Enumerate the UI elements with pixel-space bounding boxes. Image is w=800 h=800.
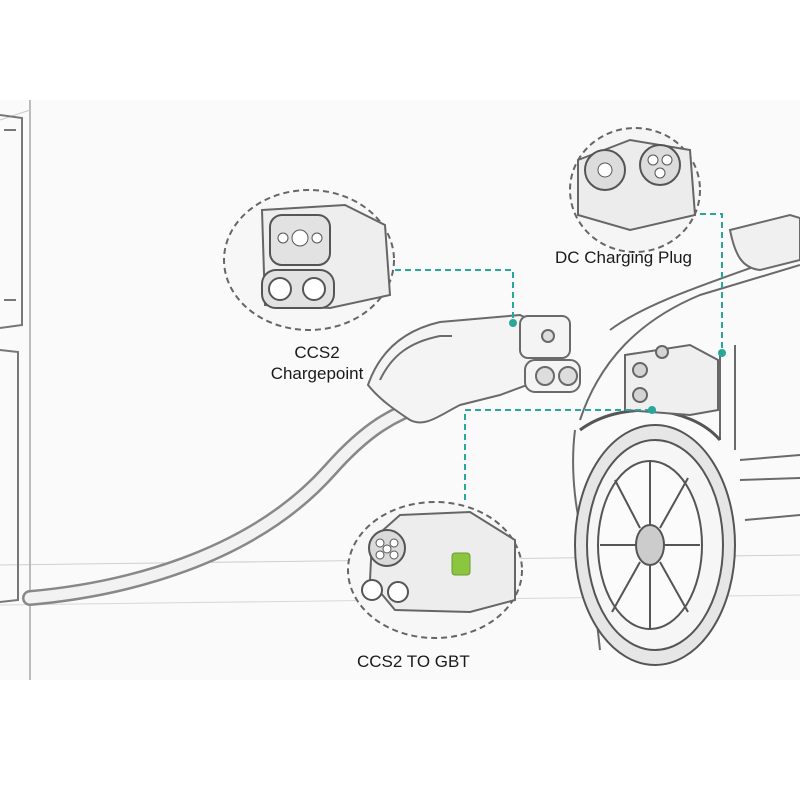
charging-cable	[22, 397, 428, 606]
leader-line-gbt	[464, 409, 652, 500]
dc-plug-callout	[569, 127, 701, 253]
wall-charger-post	[0, 114, 23, 603]
label-ccs2-line2: Chargepoint	[270, 364, 364, 383]
electric-car	[572, 213, 800, 651]
label-ccs2-to-gbt: CCS2 TO GBT	[357, 652, 470, 671]
label-ccs2-line1: CCS2	[294, 343, 340, 362]
ccs2-to-gbt-callout	[347, 501, 523, 639]
car-wheel	[574, 408, 736, 666]
ccs2-charge-gun	[366, 313, 581, 424]
car-charging-inlet	[624, 343, 726, 417]
ccs2-chargepoint-callout	[223, 189, 395, 331]
label-ccs2-chargepoint: CCS2 Chargepoint	[262, 342, 372, 384]
brand-badge-icon	[451, 552, 471, 576]
leader-line-ccs2	[395, 269, 514, 322]
label-dc-charging-plug: DC Charging Plug	[555, 248, 693, 267]
